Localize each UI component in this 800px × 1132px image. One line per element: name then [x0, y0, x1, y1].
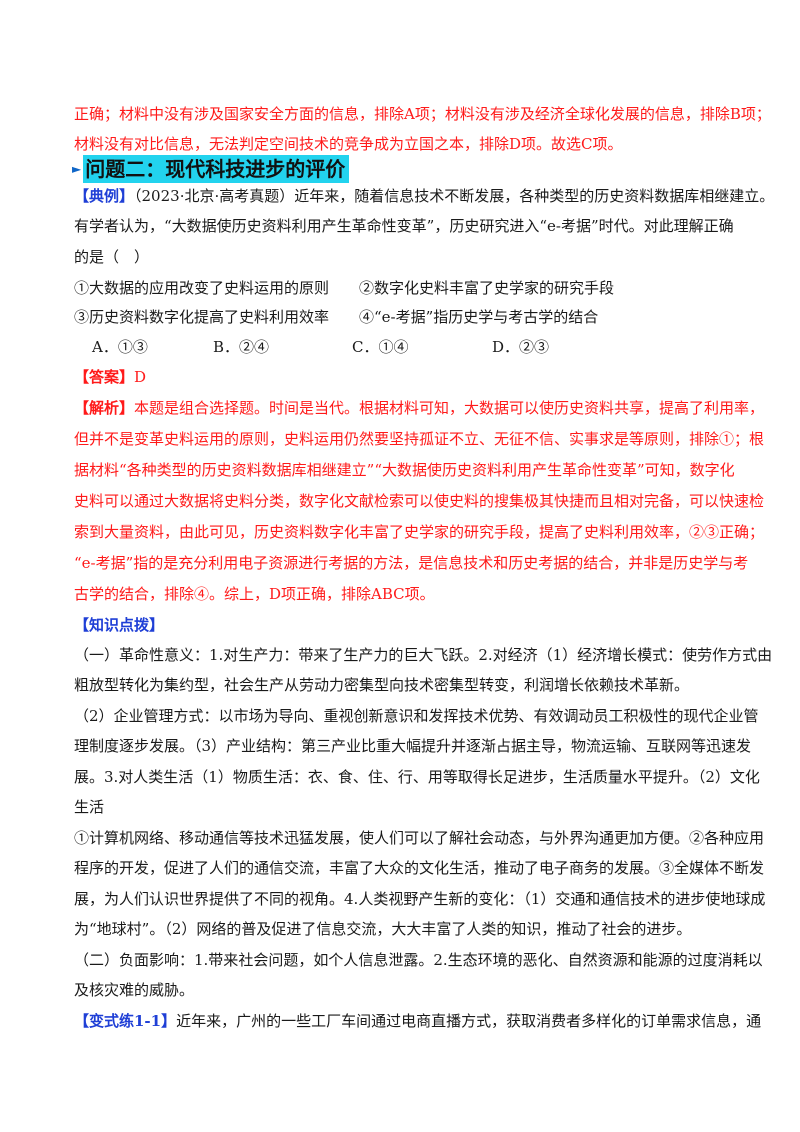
- knowledge-line: （一）革命性意义：1.对生产力：带来了生产力的巨大飞跃。2.对经济（1）经济增长…: [74, 646, 773, 664]
- analysis-line-3: 据材料“各种类型的历史资料数据库相继建立”“大数据使历史资料利用产生革命性变革”…: [74, 461, 735, 479]
- example-line-2: 有学者认为，“大数据使历史资料利用产生革命性变革”，历史研究进入“e-考据”时代…: [74, 217, 734, 235]
- option-d: D．②③: [492, 338, 550, 356]
- knowledge-line: 展，为人们认识世界提供了不同的视角。4.人类视野产生新的变化：（1）交通和通信技…: [74, 890, 766, 908]
- example-text-1: （2023·北京·高考真题）近年来，随着信息技术不断发展，各种类型的历史资料数据…: [134, 187, 775, 205]
- knowledge-line: 粗放型转化为集约型，社会生产从劳动力密集型向技术密集型转变，利润增长依赖技术革新…: [74, 676, 690, 694]
- analysis-line-4: 史料可以通过大数据将史料分类，数字化文献检索可以使史料的搜集极其快捷而且相对完备…: [74, 492, 765, 510]
- example-items-1-2: ①大数据的应用改变了史料运用的原则 ②数字化史料丰富了史学家的研究手段: [74, 279, 615, 297]
- variant-tag: 【变式练1-1】: [74, 1012, 177, 1030]
- section-heading: ► 问题二：现代科技进步的评价: [72, 154, 350, 184]
- option-c: C．①④: [352, 338, 409, 356]
- knowledge-line: 为“地球村”。（2）网络的普及促进了信息交流，大大丰富了人类的知识，推动了社会的…: [74, 920, 692, 938]
- knowledge-line: （2）企业管理方式：以市场为导向、重视创新意识和发挥技术优势、有效调动员工积极性…: [74, 707, 759, 725]
- option-a: A．①③: [92, 338, 148, 356]
- answer-tag: 【答案】: [74, 368, 135, 386]
- option-b: B．②④: [213, 338, 270, 356]
- analysis-line-7: 古学的结合，排除④。综上，D项正确，排除ABC项。: [74, 585, 435, 603]
- variant-text-1: 近年来，广州的一些工厂车间通过电商直播方式，获取消费者多样化的订单需求信息，通: [176, 1012, 762, 1030]
- example-tag: 【典例】: [74, 187, 135, 205]
- example-items-3-4: ③历史资料数字化提高了史料利用效率 ④“e-考据”指历史学与考古学的结合: [74, 308, 599, 326]
- knowledge-line: 生活: [74, 798, 105, 816]
- knowledge-line: 及核灾难的威胁。: [74, 981, 195, 999]
- knowledge-tag: 【知识点拨】: [74, 616, 165, 634]
- knowledge-line: 程序的开发，促进了人们的通信交流，丰富了大众的文化生活，推动了电子商务的发展。③…: [74, 859, 765, 877]
- analysis-tag: 【解析】: [74, 399, 135, 417]
- analysis-line-2: 但并不是变革史料运用的原则，史料运用仍然要坚持孤证不立、无征不信、实事求是等原则…: [74, 430, 765, 448]
- prev-answer-line-1: 正确；材料中没有涉及国家安全方面的信息，排除A项；材料没有涉及经济全球化发展的信…: [74, 105, 771, 123]
- triangle-arrow-icon: ►: [72, 162, 82, 176]
- example-line-3: 的是（ ）: [74, 248, 150, 266]
- variant-line-1: 【变式练1-1】近年来，广州的一些工厂车间通过电商直播方式，获取消费者多样化的订…: [74, 1010, 761, 1031]
- analysis-line-6: “e-考据”指的是充分利用电子资源进行考据的方法，是信息技术和历史考据的结合，并…: [74, 554, 749, 572]
- knowledge-line: 展。3.对人类生活（1）物质生活：衣、食、住、行、用等取得长足进步，生活质量水平…: [74, 768, 760, 786]
- example-line-1: 【典例】（2023·北京·高考真题）近年来，随着信息技术不断发展，各种类型的历史…: [74, 185, 774, 206]
- knowledge-line: （二）负面影响：1.带来社会问题，如个人信息泄露。2.生态环境的恶化、自然资源和…: [74, 951, 763, 969]
- analysis-line-1: 【解析】本题是组合选择题。时间是当代。根据材料可知，大数据可以使历史资料共享，提…: [74, 397, 764, 418]
- answer-value: D: [134, 368, 147, 386]
- analysis-text-1: 本题是组合选择题。时间是当代。根据材料可知，大数据可以使历史资料共享，提高了利用…: [134, 399, 765, 417]
- section-title: 问题二：现代科技进步的评价: [83, 155, 350, 183]
- knowledge-line: ①计算机网络、移动通信等技术迅猛发展，使人们可以了解社会动态，与外界沟通更加方便…: [74, 829, 765, 847]
- knowledge-line: 理制度逐步发展。（3）产业结构：第三产业比重大幅提升并逐渐占据主导，物流运输、互…: [74, 737, 752, 755]
- analysis-line-5: 索到大量资料，由此可见，历史资料数字化丰富了史学家的研究手段，提高了史料利用效率…: [74, 523, 765, 541]
- prev-answer-line-2: 材料没有对比信息，无法判定空间技术的竞争成为立国之本，排除D项。故选C项。: [74, 135, 623, 153]
- answer-line: 【答案】D: [74, 366, 734, 387]
